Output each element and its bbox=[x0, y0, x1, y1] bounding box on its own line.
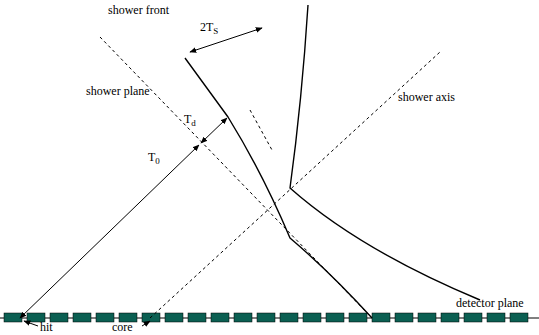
part-label: core bbox=[112, 320, 133, 334]
detector-cell bbox=[188, 313, 206, 322]
detector-cell bbox=[510, 313, 528, 322]
outer-front bbox=[290, 5, 480, 300]
detector-cell bbox=[372, 313, 390, 322]
detector-plane bbox=[0, 313, 539, 322]
detector-cell bbox=[487, 313, 505, 322]
detector-cell bbox=[4, 313, 22, 322]
time-arrow bbox=[20, 145, 199, 318]
detector-cell bbox=[280, 313, 298, 322]
inner-front bbox=[185, 58, 372, 318]
detector-cell bbox=[441, 313, 459, 322]
part-label: detector plane bbox=[456, 296, 524, 310]
detector-cell bbox=[165, 313, 183, 322]
detector-cell bbox=[211, 313, 229, 322]
dimension-label: Td bbox=[184, 112, 196, 126]
detector-cell bbox=[395, 313, 413, 322]
detector-cell bbox=[73, 313, 91, 322]
detector-cell bbox=[418, 313, 436, 322]
shower-axis-line bbox=[150, 52, 440, 318]
mean-front bbox=[250, 110, 272, 150]
dimension-label: T0 bbox=[148, 150, 160, 164]
core-leader bbox=[142, 321, 150, 326]
detector-cell bbox=[464, 313, 482, 322]
part-label: hit bbox=[40, 320, 53, 334]
dimension-label: 2TS bbox=[200, 20, 218, 34]
detector-cell bbox=[234, 313, 252, 322]
part-label: shower axis bbox=[398, 90, 455, 104]
delay-arrow bbox=[201, 118, 227, 143]
part-label: shower plane bbox=[86, 84, 150, 98]
detector-cell bbox=[50, 313, 68, 322]
part-label: shower front bbox=[108, 3, 169, 17]
hit-leader bbox=[24, 321, 38, 326]
detector-cell bbox=[326, 313, 344, 322]
detector-cell bbox=[303, 313, 321, 322]
detector-cell bbox=[257, 313, 275, 322]
detector-cell bbox=[349, 313, 367, 322]
shower-plane-line bbox=[100, 37, 372, 318]
detector-cell bbox=[96, 313, 114, 322]
